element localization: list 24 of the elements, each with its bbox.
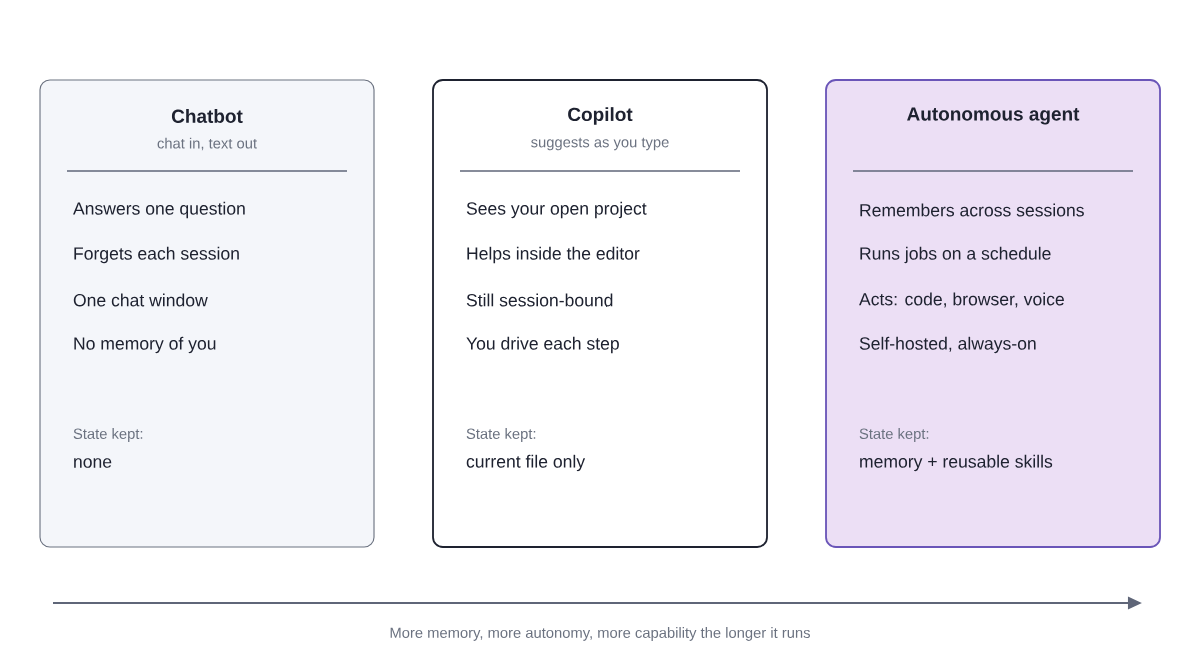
list-item: You drive each step	[466, 336, 619, 354]
list-item: Acts: code, browser, voice	[859, 292, 1064, 308]
card-title: Autonomous agent	[907, 107, 1080, 125]
list-item: Still session-bound	[466, 293, 613, 307]
state-value: current file only	[466, 454, 586, 472]
state-label: State kept:	[466, 428, 536, 442]
list-item: Helps inside the editor	[467, 246, 640, 264]
state-label: State kept:	[73, 428, 143, 442]
list-item: Answers one question	[73, 201, 245, 219]
state-value: none	[74, 458, 112, 468]
state-value: memory + reusable skills	[860, 454, 1053, 472]
list-item: Remembers across sessions	[860, 203, 1084, 217]
list-item: No memory of you	[74, 336, 216, 354]
list-item: Forgets each session	[74, 246, 239, 264]
list-item: Self-hosted, always-on	[859, 336, 1036, 354]
list-item: Sees your open project	[466, 201, 647, 219]
axis-caption: More memory, more autonomy, more capability the longer it runs	[390, 627, 810, 641]
card-subtitle: chat in, text out	[157, 137, 257, 151]
card-subtitle: suggests as you type	[531, 137, 669, 151]
card-title: Chatbot	[171, 109, 243, 123]
card-title: Copilot	[568, 107, 633, 125]
list-item: One chat window	[73, 293, 208, 307]
list-item: Runs jobs on a schedule	[860, 246, 1051, 264]
state-label: State kept:	[859, 428, 929, 442]
